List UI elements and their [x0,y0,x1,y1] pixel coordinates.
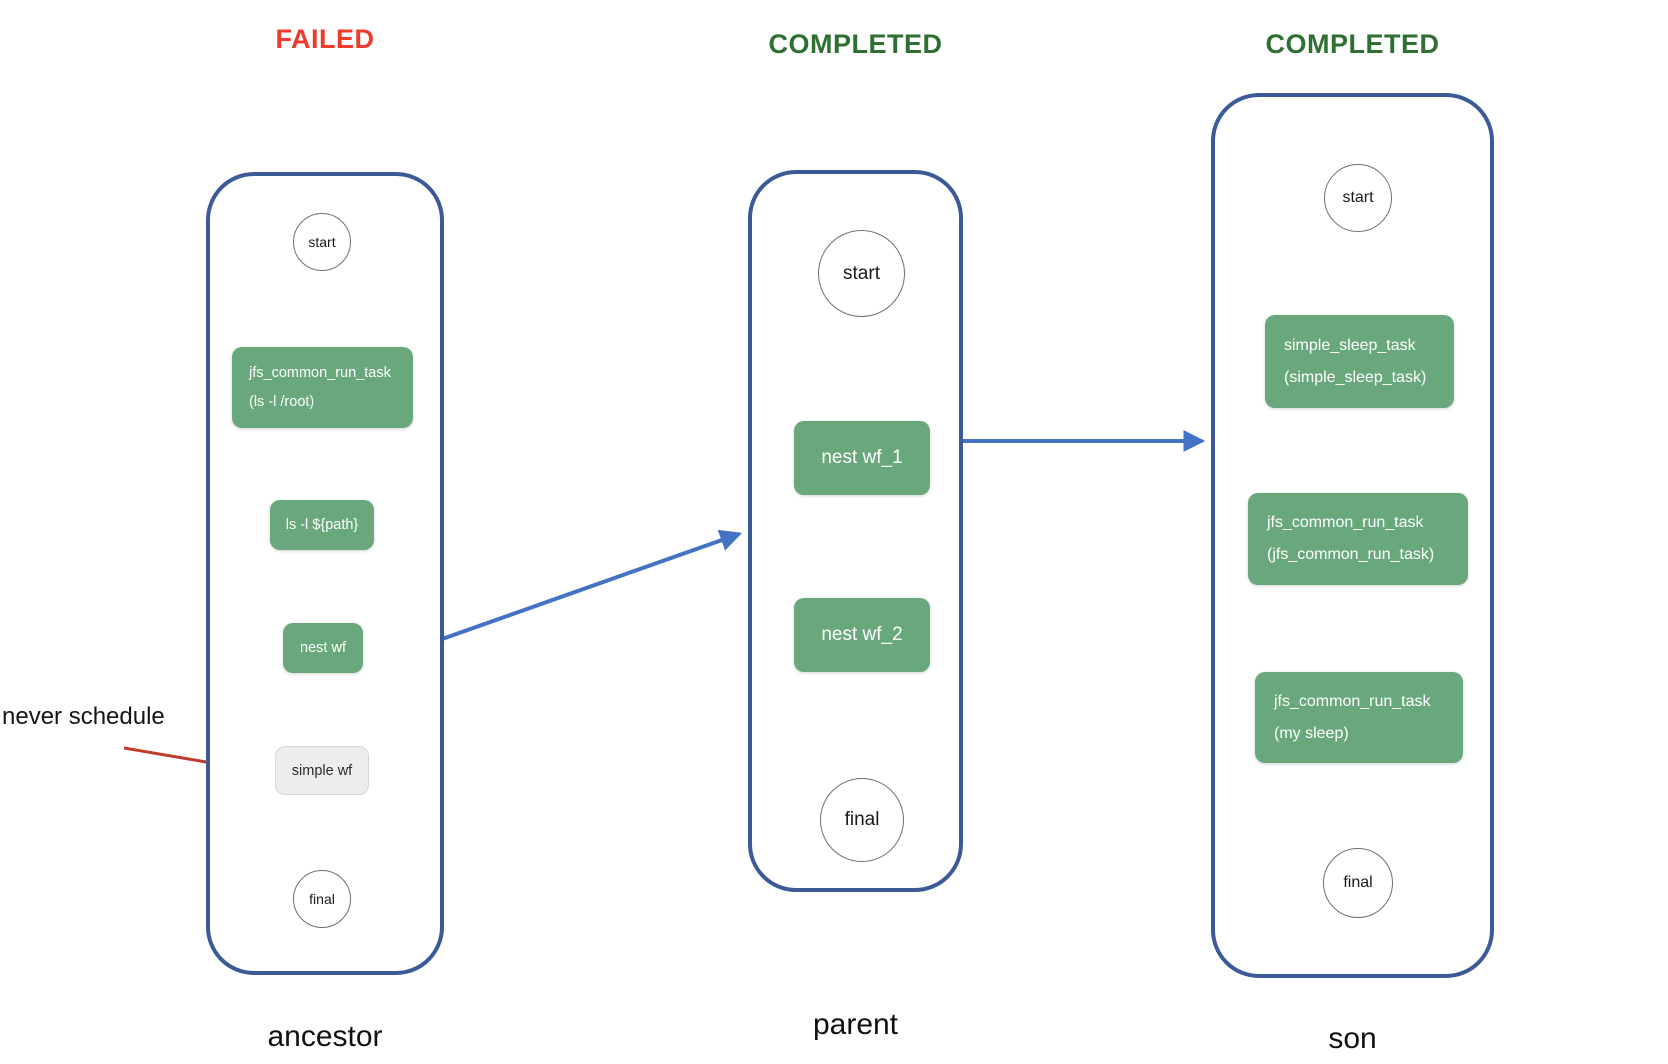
node-son-jfs-common-run-task: jfs_common_run_task (jfs_common_run_task… [1248,493,1468,585]
node-label: ls -l ${path} [285,517,359,533]
status-label-parent: COMPLETED [768,29,943,59]
status-label-son: COMPLETED [1265,29,1440,59]
node-sublabel: (my sleep) [1274,724,1349,742]
node-parent-nest-wf-2: nest wf_2 [794,598,930,672]
status-label-ancestor: FAILED [275,24,375,54]
node-label: jfs_common_run_task [249,365,391,381]
node-parent-nest-wf-1: nest wf_1 [794,421,930,495]
node-parent-final: final [820,778,904,862]
node-sublabel: (ls -l /root) [249,394,315,410]
arrow-nestwf-to-parent [427,529,743,646]
workflow-container-parent [748,170,963,892]
node-son-final: final [1323,848,1393,918]
node-label: simple wf [291,762,353,779]
node-label: simple_sleep_task [1284,336,1416,354]
node-sublabel: (simple_sleep_task) [1284,368,1427,386]
node-son-my-sleep: jfs_common_run_task (my sleep) [1255,672,1463,763]
node-label: nest wf [300,640,346,656]
caption-ancestor: ancestor [267,1020,383,1053]
caption-son: son [1328,1022,1377,1055]
node-ancestor-nest-wf: nest wf [283,623,363,673]
node-label: nest wf_2 [821,624,903,645]
node-label: jfs_common_run_task [1274,692,1431,710]
workflow-container-ancestor [206,172,444,975]
caption-parent: parent [812,1008,899,1041]
node-ancestor-start: start [293,213,351,271]
node-son-simple-sleep-task: simple_sleep_task (simple_sleep_task) [1265,315,1454,408]
node-label: nest wf_1 [821,447,903,468]
node-parent-start: start [818,230,905,317]
node-ancestor-jfs-common-run-task: jfs_common_run_task (ls -l /root) [232,347,413,428]
node-sublabel: (jfs_common_run_task) [1267,546,1435,563]
node-son-start: start [1324,164,1392,232]
node-label: jfs_common_run_task [1267,514,1424,531]
never-schedule-annotation: never schedule [2,703,165,730]
node-ancestor-simple-wf: simple wf [275,746,369,795]
node-ancestor-ls-path: ls -l ${path} [270,500,374,550]
node-ancestor-final: final [293,870,351,928]
